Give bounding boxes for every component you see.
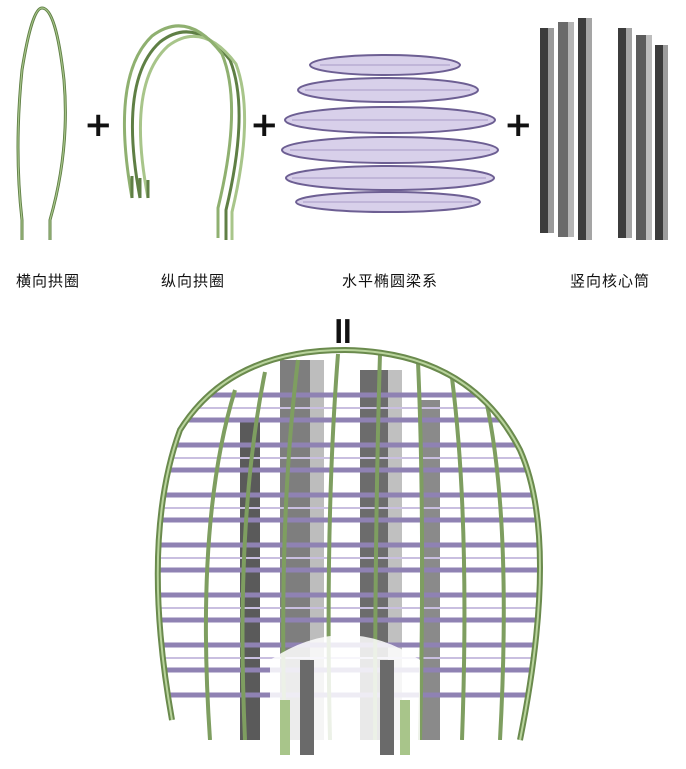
label-core-tubes: 竖向核心筒 <box>569 272 650 290</box>
core-tubes-drawing <box>540 18 668 240</box>
plus-sign-3: + <box>504 105 533 145</box>
transverse-arch-drawing <box>16 6 67 240</box>
elliptical-beams-drawing <box>281 54 499 213</box>
assembled-structure-drawing <box>154 346 543 755</box>
label-transverse-arch: 横向拱圈 <box>15 272 80 290</box>
longitudinal-arches-drawing <box>122 24 247 240</box>
plus-sign-1: + <box>84 105 113 145</box>
label-longitudinal-arch: 纵向拱圈 <box>160 272 225 290</box>
label-elliptical-beams: 水平椭圆梁系 <box>341 272 438 290</box>
equals-sign: = <box>321 315 366 347</box>
plus-sign-2: + <box>250 105 279 145</box>
